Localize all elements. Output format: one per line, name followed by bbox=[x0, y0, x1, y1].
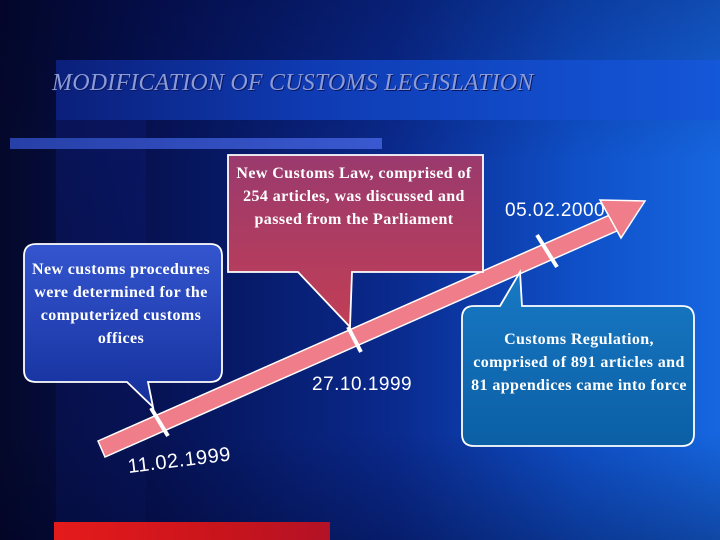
milestone-1-text: New customs procedures were determined f… bbox=[32, 261, 210, 347]
tick-mark-3 bbox=[535, 233, 559, 269]
tick-mark-1 bbox=[149, 406, 170, 438]
title-bar bbox=[56, 60, 720, 120]
tick-mark-2 bbox=[346, 326, 363, 353]
milestone-2-date: 27.10.1999 bbox=[312, 374, 413, 395]
timeline-arrow-head bbox=[598, 199, 647, 240]
milestone-2-text: New Customs Law, comprised of 254 articl… bbox=[236, 165, 472, 228]
milestone-3-text: Customs Regulation, comprised of 891 art… bbox=[471, 331, 687, 394]
title-underline-bar bbox=[10, 138, 382, 149]
bottom-accent-bar bbox=[54, 522, 330, 540]
slide-title: MODIFICATION OF CUSTOMS LEGISLATION bbox=[52, 70, 534, 96]
callout-mid-bubble bbox=[227, 154, 484, 330]
milestone-3-date: 05.02.2000 bbox=[505, 200, 606, 221]
callout-left-bubble bbox=[23, 243, 223, 410]
callout-right-bubble bbox=[461, 268, 695, 447]
